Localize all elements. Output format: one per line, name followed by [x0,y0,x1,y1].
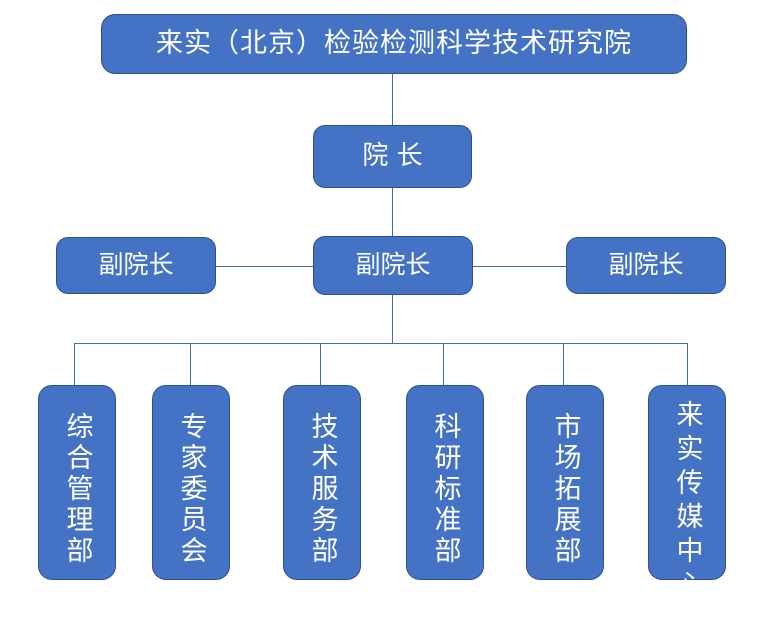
connector-vice-center-to-vice-right [472,266,566,267]
org-node-department-research-standards[interactable]: 科研标准部 [406,385,484,580]
org-node-department-market-development[interactable]: 市场拓展部 [526,385,604,580]
org-node-vice-dean-left-label: 副院长 [98,250,174,280]
connector-bus-to-dept-1 [74,343,75,386]
org-node-vice-dean-center[interactable]: 副院长 [313,236,473,295]
connector-bus-to-dept-2 [190,343,191,386]
connector-bus-to-dept-5 [563,343,564,386]
org-node-vice-dean-right[interactable]: 副院长 [566,237,726,294]
org-node-institute[interactable]: 来实（北京）检验检测科学技术研究院 [101,14,687,74]
org-node-vice-dean-center-label: 副院长 [355,250,431,280]
connector-dean-to-vice-center [392,188,393,236]
connector-vice-center-to-bus [392,295,393,343]
org-node-department-general-management[interactable]: 综合管理部 [38,385,116,580]
org-node-institute-label: 来实（北京）检验检测科学技术研究院 [156,28,632,60]
connector-root-to-dean [392,74,393,125]
connector-bus-to-dept-3 [320,343,321,386]
org-node-dean-label: 院 长 [362,140,423,171]
org-node-department-general-management-label: 综合管理部 [61,412,93,567]
connector-vice-center-to-vice-left [216,266,313,267]
org-node-department-laishi-media-center-label: 来实传媒中心 [671,400,703,604]
connector-bus-to-dept-4 [443,343,444,386]
org-node-department-expert-committee-label: 专家委员会 [175,412,207,567]
connector-bus-to-dept-6 [687,343,688,386]
org-node-department-technical-service[interactable]: 技术服务部 [283,385,361,580]
org-node-department-technical-service-label: 技术服务部 [306,412,338,567]
org-node-department-research-standards-label: 科研标准部 [429,412,461,567]
org-node-department-market-development-label: 市场拓展部 [549,412,581,567]
org-node-department-laishi-media-center[interactable]: 来实传媒中心 [648,385,726,604]
org-node-dean[interactable]: 院 长 [313,125,472,188]
org-node-vice-dean-left[interactable]: 副院长 [56,237,216,294]
org-node-department-expert-committee[interactable]: 专家委员会 [152,385,230,580]
org-node-vice-dean-right-label: 副院长 [608,250,684,280]
connector-department-bus [74,343,687,344]
